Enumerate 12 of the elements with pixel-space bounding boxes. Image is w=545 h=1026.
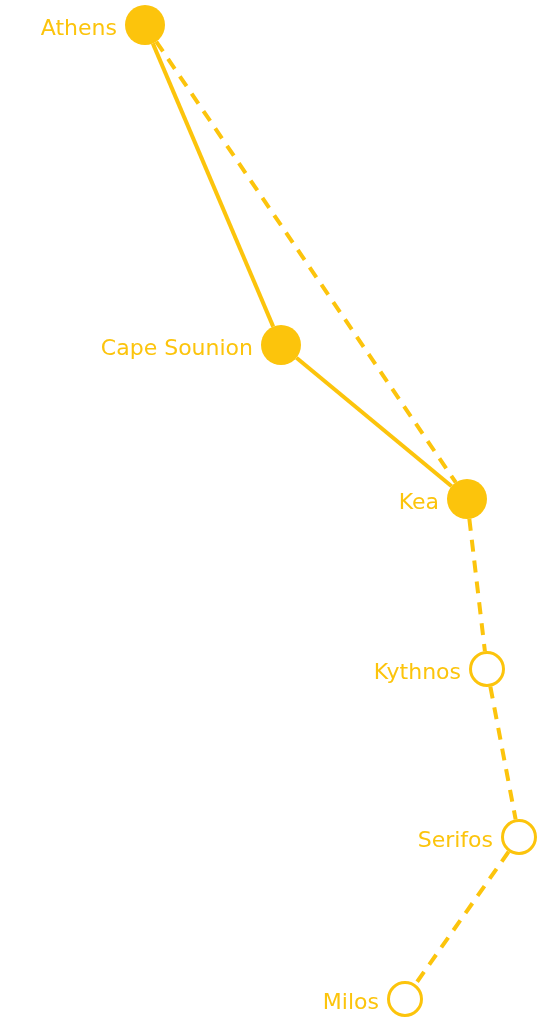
dashed-route-line bbox=[154, 40, 458, 484]
place-label: Milos bbox=[322, 988, 379, 1014]
place-label: Kea bbox=[398, 488, 439, 514]
dashed-route-line bbox=[467, 518, 487, 652]
place-label: Kythnos bbox=[373, 658, 461, 684]
route-line bbox=[295, 356, 453, 488]
place-label: Athens bbox=[40, 14, 117, 40]
dashed-route-line bbox=[413, 850, 511, 986]
place-label: Cape Sounion bbox=[100, 334, 253, 360]
route-line bbox=[151, 42, 275, 328]
dashed-route-line bbox=[488, 686, 518, 820]
place-label: Serifos bbox=[417, 826, 493, 852]
